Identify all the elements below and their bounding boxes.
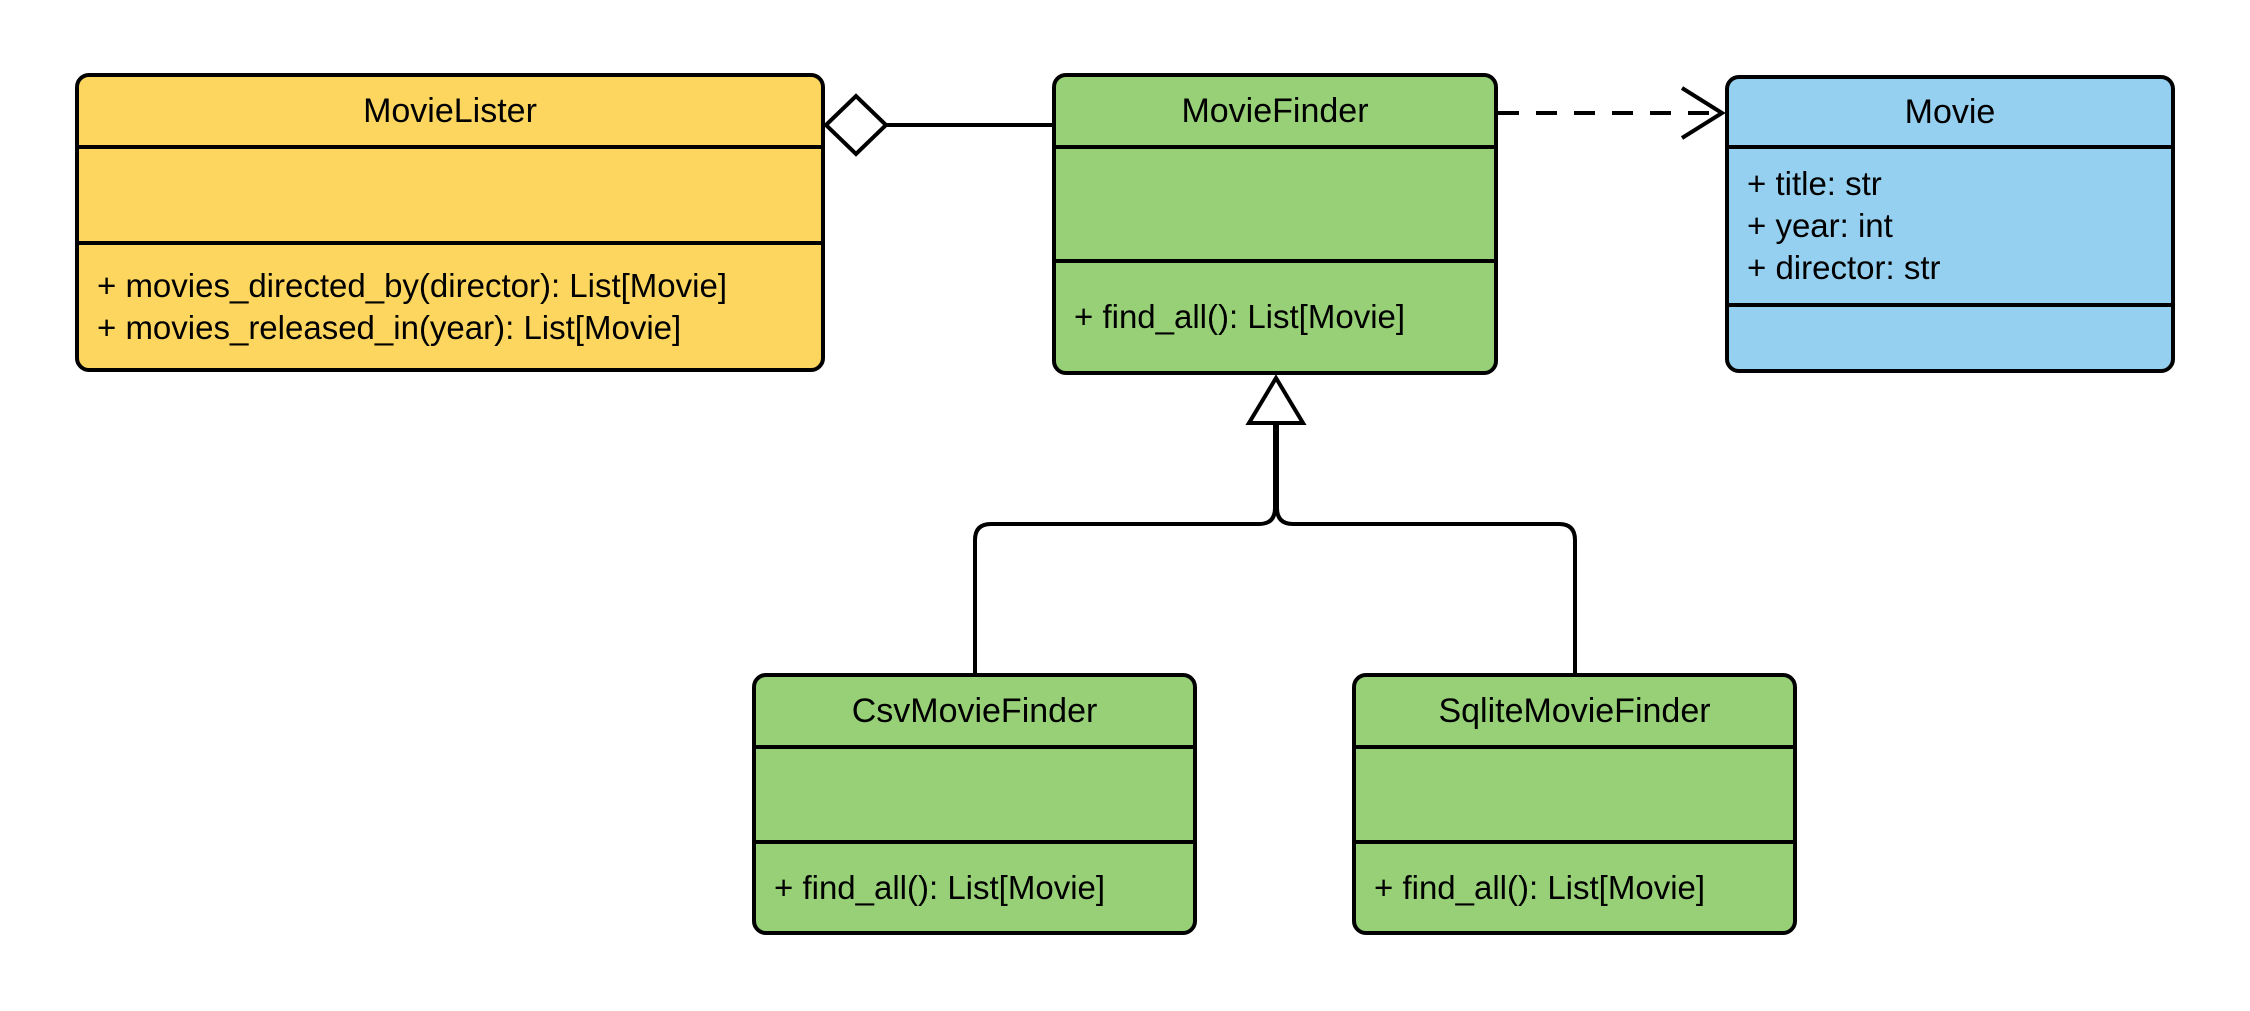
attribute-item: + director: str <box>1747 248 1941 286</box>
method-item: + movies_released_in(year): List[Movie] <box>97 308 682 346</box>
class-title: SqliteMovieFinder <box>1438 691 1711 730</box>
attribute-item: + year: int <box>1747 207 1893 245</box>
inheritance-triangle-icon <box>1245 374 1307 425</box>
aggregation-connector <box>823 93 1052 157</box>
class-box-movie: Movie + title: str + year: int + directo… <box>1725 75 2175 373</box>
methods-section <box>1729 303 2171 369</box>
method-item: + find_all(): List[Movie] <box>1374 868 1706 906</box>
methods-section: + movies_directed_by(director): List[Mov… <box>79 241 821 368</box>
method-item: + find_all(): List[Movie] <box>774 868 1106 906</box>
aggregation-diamond-icon <box>823 93 889 157</box>
class-title: MovieFinder <box>1181 91 1369 130</box>
class-box-sqlitemoviefinder: SqliteMovieFinder + find_all(): List[Mov… <box>1352 673 1797 935</box>
method-item: + movies_directed_by(director): List[Mov… <box>97 266 727 304</box>
attributes-section <box>1356 745 1793 840</box>
attributes-section <box>1056 145 1494 259</box>
methods-section: + find_all(): List[Movie] <box>756 840 1193 931</box>
method-item: + find_all(): List[Movie] <box>1074 298 1406 336</box>
attributes-section: + title: str + year: int + director: str <box>1729 145 2171 303</box>
attributes-section <box>756 745 1193 840</box>
class-title: CsvMovieFinder <box>851 691 1098 730</box>
class-box-movielister: MovieLister + movies_directed_by(directo… <box>75 73 825 372</box>
dependency-connector <box>1498 86 1726 140</box>
methods-section: + find_all(): List[Movie] <box>1056 259 1494 371</box>
class-title: MovieLister <box>363 91 537 130</box>
generalization-connector <box>973 374 1577 673</box>
class-title: Movie <box>1904 92 1996 131</box>
attributes-section <box>79 145 821 241</box>
attribute-item: + title: str <box>1747 165 1882 203</box>
class-box-moviefinder: MovieFinder + find_all(): List[Movie] <box>1052 73 1498 375</box>
methods-section: + find_all(): List[Movie] <box>1356 840 1793 931</box>
class-box-csvmoviefinder: CsvMovieFinder + find_all(): List[Movie] <box>752 673 1197 935</box>
dependency-arrowhead-icon <box>1680 86 1726 140</box>
